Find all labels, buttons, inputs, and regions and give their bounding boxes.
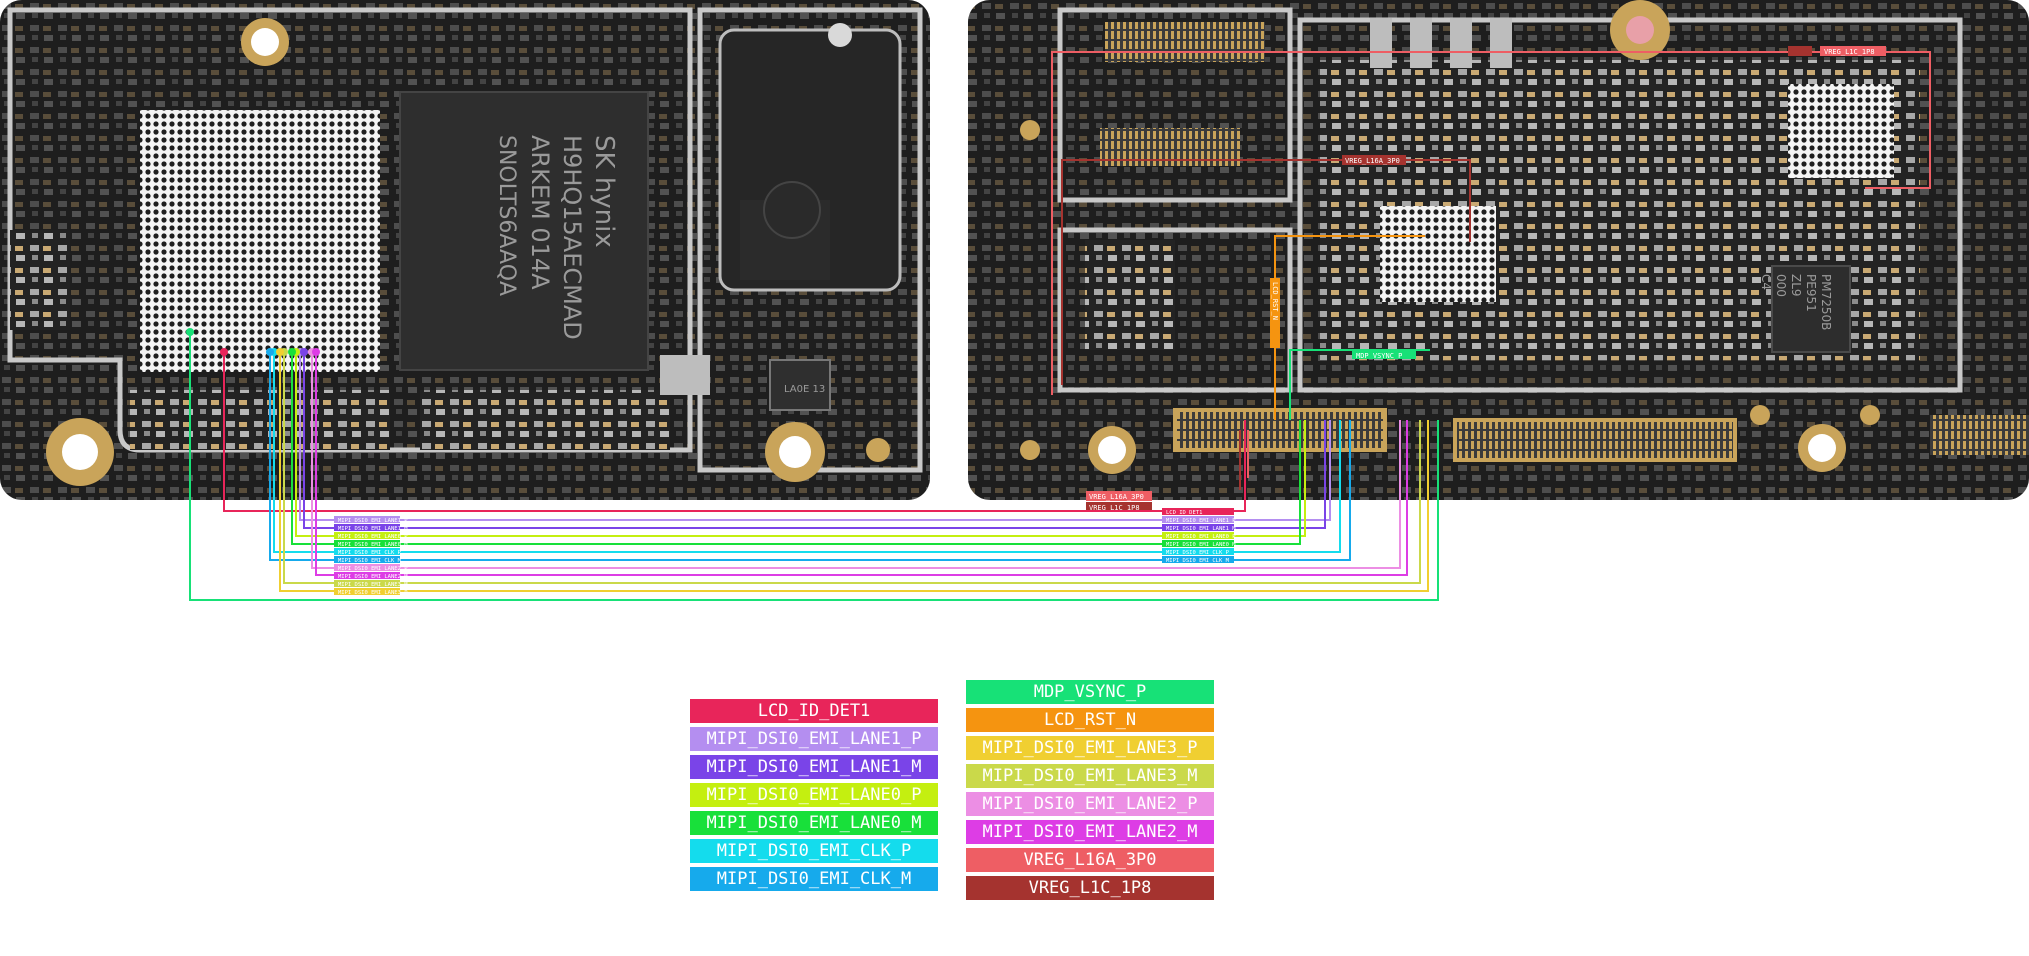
net-tag-label: MIPI_DSI0_EMI_LANE0_M (338, 542, 408, 548)
pin-marker (266, 348, 274, 356)
legend-left-item: MIPI_DSI0_EMI_CLK_M (690, 867, 938, 891)
memory-lot: ARKEM 014A (526, 135, 554, 290)
net-tag-bg (1162, 548, 1234, 555)
net-tag-label: MIPI_DSI0_EMI_LANE1_M (338, 526, 408, 532)
net-tag-label: MIPI_DSI0_EMI_LANE0_P (1166, 534, 1236, 540)
net-tag-bg (1162, 516, 1234, 523)
board-label-lcd-rst: LCD_RST_N (1271, 282, 1279, 320)
memory-lot-2: SNOLTS6AAQA (494, 135, 519, 296)
small-chip-text: LA0E 13 (784, 384, 825, 395)
net-tag-label: LCD_ID_DET1 (1166, 510, 1202, 516)
pmic-code-3: 000 (1774, 274, 1788, 297)
net-tag-label: MIPI_DSI0_EMI_CLK_M (338, 558, 402, 564)
legend-left-item: LCD_ID_DET1 (690, 699, 938, 723)
net-tag-label: MIPI_DSI0_EMI_LANE2_M (338, 574, 408, 580)
net-tag-label: MIPI_DSI0_EMI_CLK_P (1166, 550, 1230, 556)
net-tag-bg (334, 540, 400, 547)
legend-left-item: MIPI_DSI0_EMI_CLK_P (690, 839, 938, 863)
pmic-code-4: C4 (1759, 274, 1773, 290)
route-mipi-dsi0-emi-clk-m (269, 352, 1351, 561)
net-tag-label: MIPI_DSI0_EMI_LANE1_P (338, 518, 408, 524)
legend-right-item: LCD_RST_N (966, 708, 1214, 732)
net-tag-label: MIPI_DSI0_EMI_LANE0_P (338, 534, 408, 540)
route-mipi-dsi0-emi-lane1-p (299, 352, 1331, 521)
board-label-mdp-vsync: MDP_VSYNC_P (1356, 352, 1402, 360)
net-tag-bg (334, 524, 400, 531)
pin-marker (186, 328, 194, 336)
net-tag-bg (1162, 532, 1234, 539)
net-tag-bg (334, 580, 400, 587)
net-tag-bg (334, 556, 400, 563)
net-tag-bg (334, 516, 400, 523)
legend-right-item: MIPI_DSI0_EMI_LANE2_M (966, 820, 1214, 844)
signal-routes (186, 328, 1439, 601)
route-mipi-dsi0-emi-lane1-m (303, 352, 1326, 529)
pmic-code-2: ZL9 (1789, 274, 1803, 297)
net-tag-bg (1162, 556, 1234, 563)
route-mipi-dsi0-emi-clk-p (273, 352, 1341, 553)
net-tag-label: MIPI_DSI0_EMI_LANE3_M (338, 582, 408, 588)
legend-right-item: MDP_VSYNC_P (966, 680, 1214, 704)
pin-marker (312, 348, 320, 356)
memory-part: H9HQ15AECMAD (558, 135, 586, 340)
route-mipi-dsi0-emi-lane0-m (291, 352, 1301, 545)
net-tag-bg (334, 548, 400, 555)
route-mipi-dsi0-emi-lane3-m (283, 352, 1421, 584)
route-mdp-vsync-p (189, 332, 1439, 601)
net-tag-label: MIPI_DSI0_EMI_LANE3_P (338, 590, 408, 596)
pmic-part: PM7250B (1819, 274, 1833, 330)
net-tag-label: MIPI_DSI0_EMI_LANE1_M (1166, 526, 1236, 532)
route-lcd-id-det1 (223, 352, 1246, 512)
legend-left-item: MIPI_DSI0_EMI_LANE1_M (690, 755, 938, 779)
legend-right-item: VREG_L1C_1P8 (966, 876, 1214, 900)
left-board (0, 0, 930, 500)
net-tag-bg (1162, 524, 1234, 531)
memory-chip-text: SK hynix H9HQ15AECMAD ARKEM 014A SNOLTS6… (494, 135, 619, 340)
route-mipi-dsi0-emi-lane0-p (295, 352, 1306, 537)
board-label-vreg-l1c-bottom: VREG_L1C_1P8 (1089, 504, 1140, 512)
pin-marker (300, 348, 308, 356)
net-tags: MIPI_DSI0_EMI_LANE1_P MIPI_DSI0_EMI_LANE1… (334, 508, 1236, 596)
pin-marker (220, 348, 228, 356)
net-tag-bg (334, 564, 400, 571)
route-mipi-dsi0-emi-lane2-p (311, 352, 1401, 569)
legend-right-item: VREG_L16A_3P0 (966, 848, 1214, 872)
net-tag-bg (1162, 508, 1234, 515)
legend-right-item: MIPI_DSI0_EMI_LANE2_P (966, 792, 1214, 816)
board-label-vreg-l16a-bottom: VREG_L16A_3P0 (1089, 493, 1144, 501)
legend-right-item: MIPI_DSI0_EMI_LANE3_P (966, 736, 1214, 760)
legend-left-item: MIPI_DSI0_EMI_LANE0_P (690, 783, 938, 807)
board-label-vreg-l1c-top: VREG_L1C_1P8 (1824, 48, 1875, 56)
net-tag-label: MIPI_DSI0_EMI_LANE0_M (1166, 542, 1236, 548)
pin-marker (288, 348, 296, 356)
net-tag-label: MIPI_DSI0_EMI_LANE1_P (1166, 518, 1236, 524)
legend-right-item: MIPI_DSI0_EMI_LANE3_M (966, 764, 1214, 788)
net-tag-bg (1162, 540, 1234, 547)
route-mipi-dsi0-emi-lane3-p (279, 352, 1429, 592)
board-label-vreg-l16a-top: VREG_L16A_3P0 (1345, 157, 1400, 165)
legend-left-item: MIPI_DSI0_EMI_LANE1_P (690, 727, 938, 751)
net-tag-bg (334, 588, 400, 595)
legend-left-item: MIPI_DSI0_EMI_LANE0_M (690, 811, 938, 835)
memory-brand: SK hynix (589, 135, 619, 248)
net-tag-label: MIPI_DSI0_EMI_CLK_M (1166, 558, 1230, 564)
legend-right: MDP_VSYNC_P LCD_RST_N MIPI_DSI0_EMI_LANE3_… (966, 680, 1214, 904)
route-mipi-dsi0-emi-lane2-m (315, 352, 1408, 576)
net-tag-bg (334, 572, 400, 579)
pmic-code-1: PE951 (1804, 274, 1818, 312)
pmic-chip-text: PM7250B PE951 ZL9 000 C4 (1759, 274, 1833, 330)
pin-marker (276, 348, 284, 356)
vreg-routes (1051, 51, 1931, 490)
net-tag-bg (334, 532, 400, 539)
right-board (968, 0, 2029, 500)
net-tag-label: MIPI_DSI0_EMI_CLK_P (338, 550, 402, 556)
net-tag-label: MIPI_DSI0_EMI_LANE2_P (338, 566, 408, 572)
